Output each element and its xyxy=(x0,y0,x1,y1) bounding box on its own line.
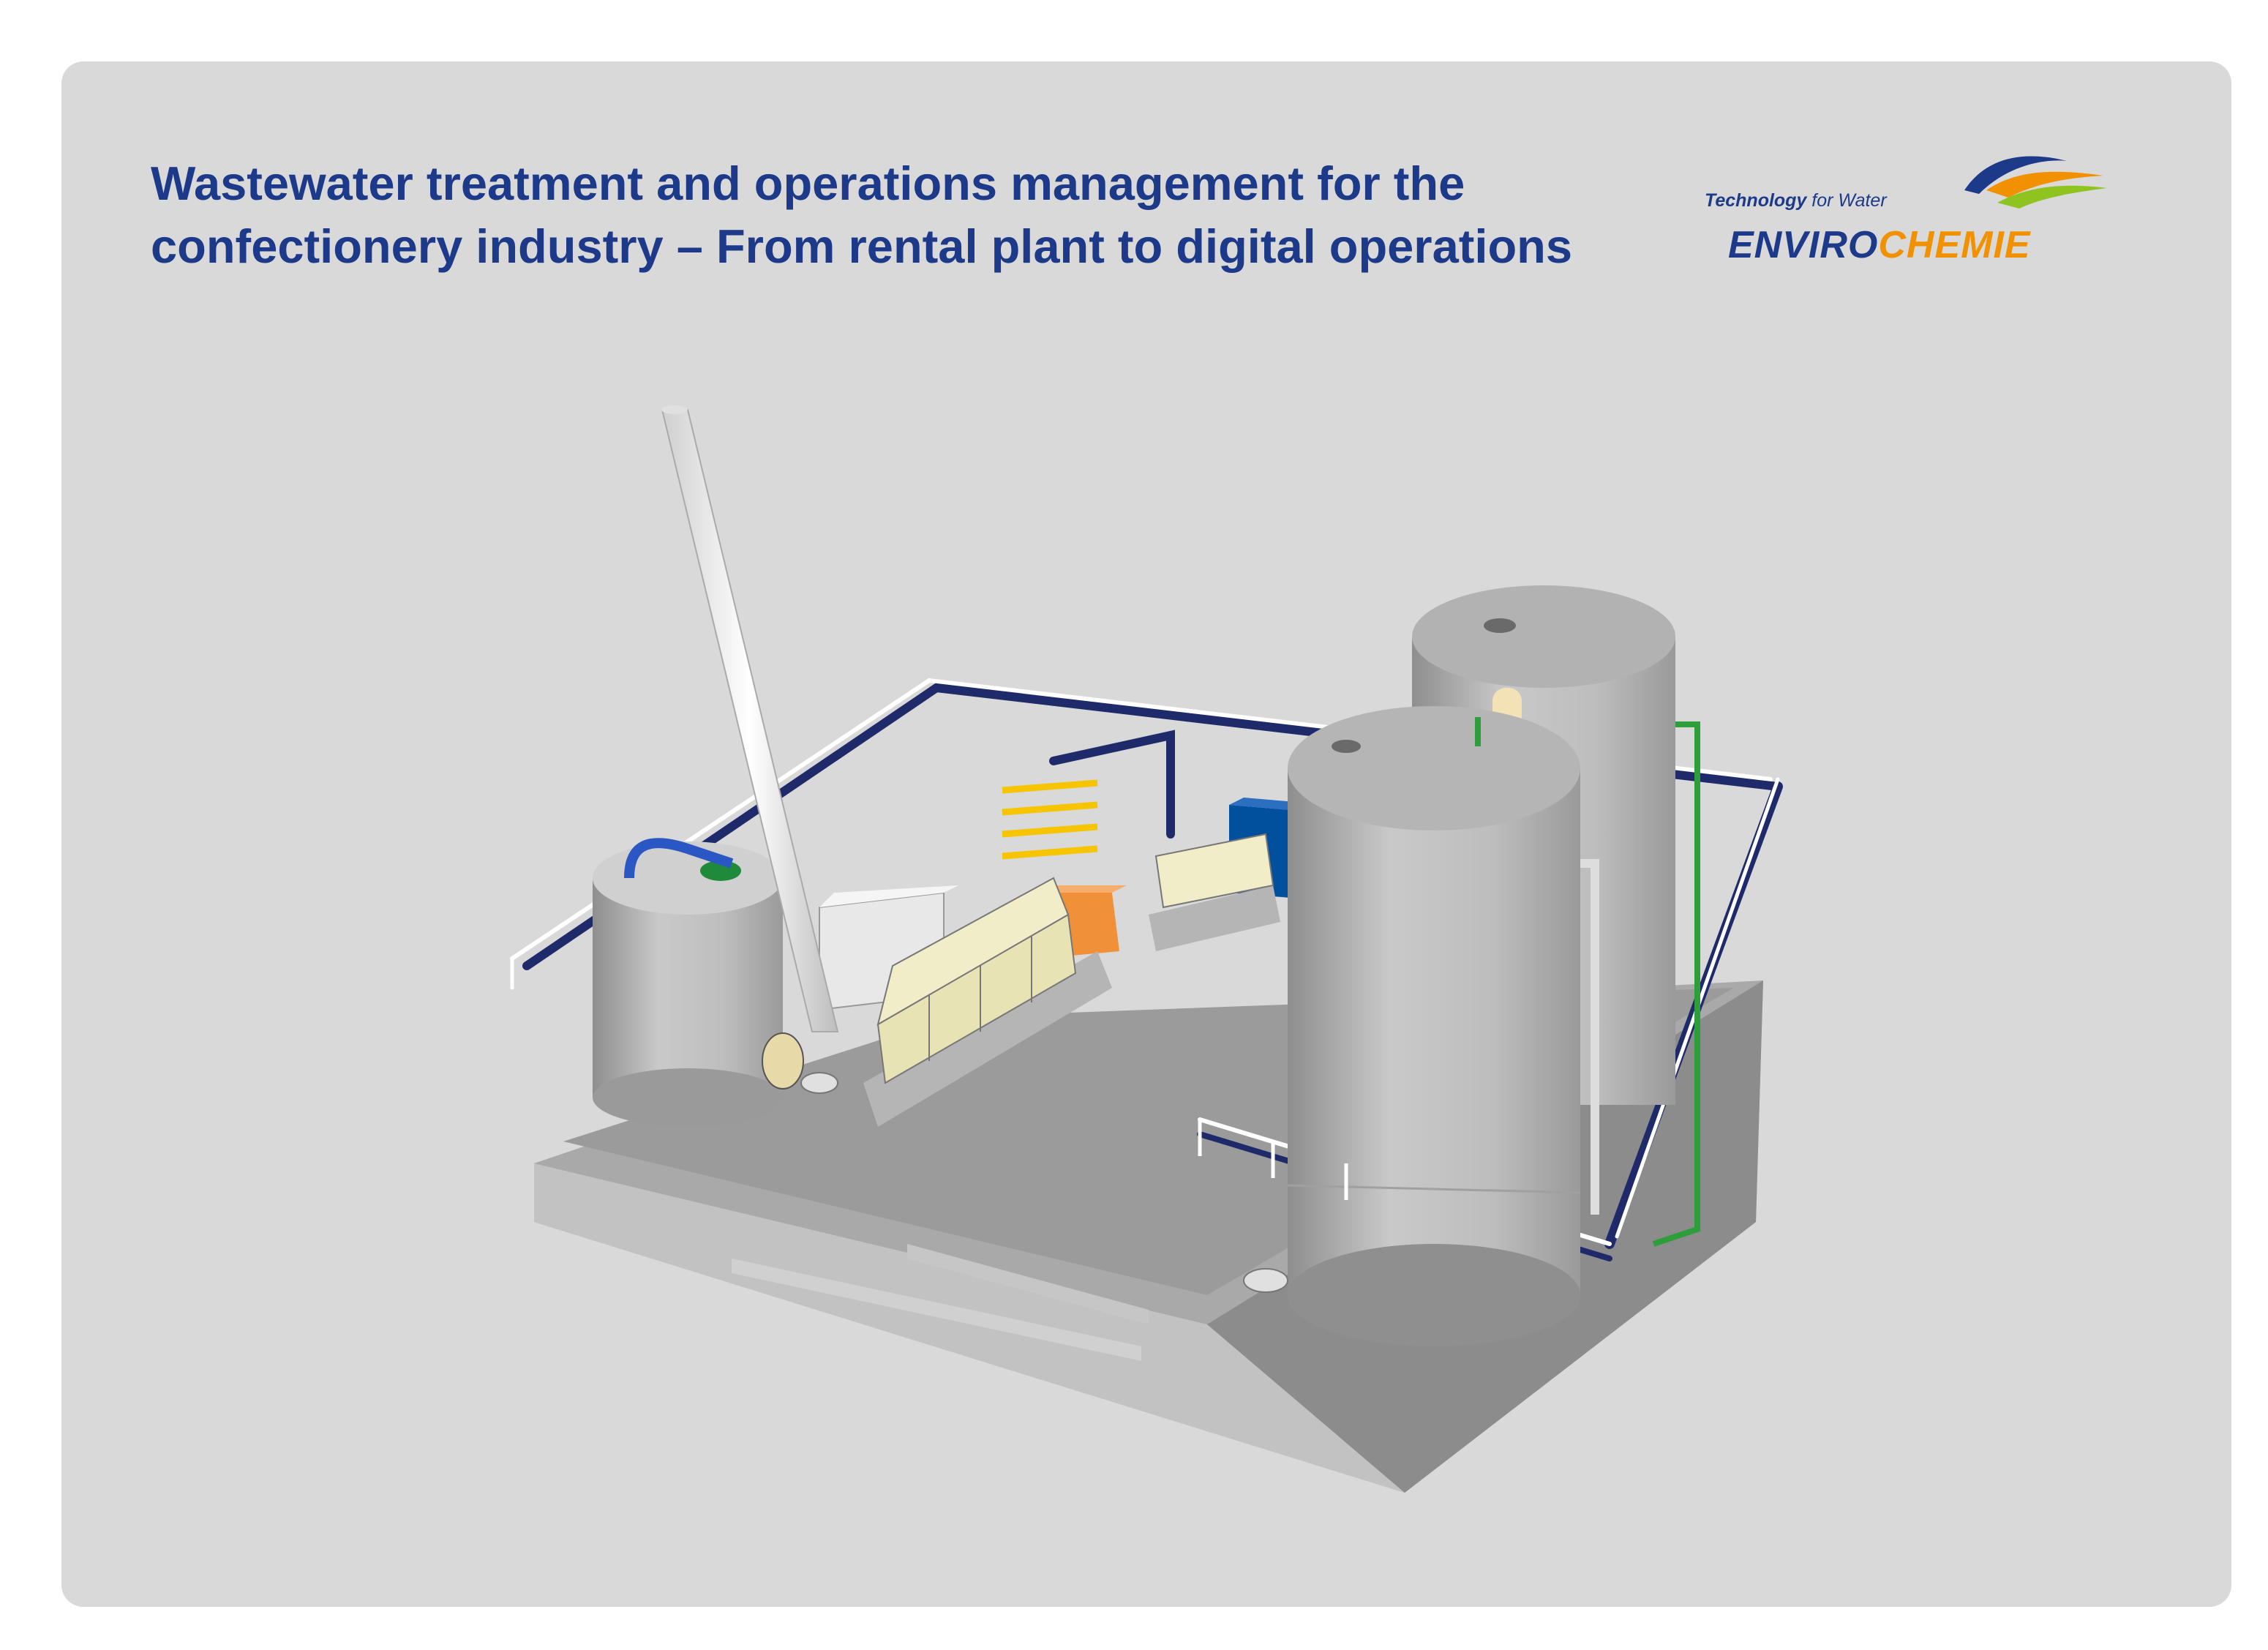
logo-waves-icon xyxy=(1964,156,2107,209)
blue-pipe xyxy=(624,838,734,879)
page-title: Wastewater treatment and operations mana… xyxy=(151,157,1573,273)
plant-illustration xyxy=(510,405,1783,1493)
ibc-tank-block-right xyxy=(1149,833,1280,951)
front-railing xyxy=(1198,1120,1348,1200)
logo-tagline-rest: for Water xyxy=(1806,190,1887,211)
green-pipe xyxy=(1475,717,1700,1247)
logo-wordmark-chemie: CHEMIE xyxy=(1878,224,2031,266)
chimney xyxy=(661,405,839,1032)
ibc-tank-block xyxy=(863,877,1112,1127)
logo-wordmark-enviro: ENVIRO xyxy=(1728,224,1879,266)
storage-tank-front xyxy=(1287,706,1599,1346)
storage-tank-small xyxy=(593,841,804,1127)
pump xyxy=(800,1072,1288,1293)
logo-tagline: Technology for Water xyxy=(1705,190,1887,211)
logo-wordmark: ENVIROCHEMIE xyxy=(1728,223,2031,267)
envirochemie-logo: Technology for Water ENVIROCHEMIE xyxy=(1705,150,2129,274)
logo-tagline-strong: Technology xyxy=(1705,190,1807,211)
